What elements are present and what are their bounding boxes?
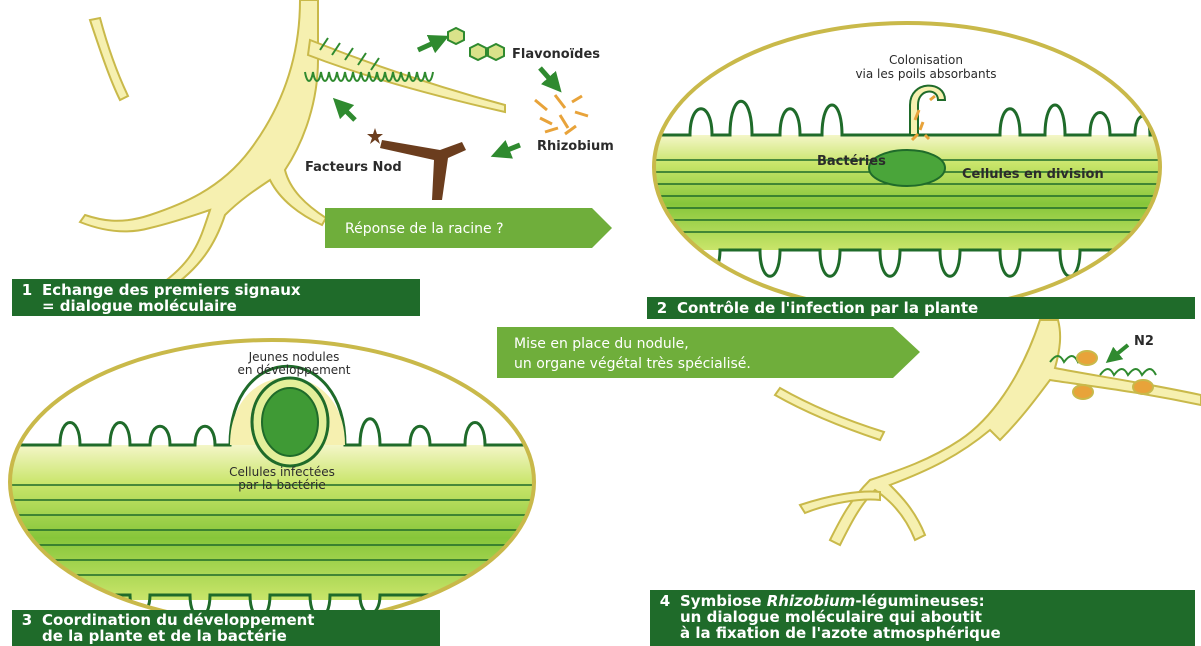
caption-panel4-number: 4 bbox=[650, 593, 680, 609]
nodule-arrow-line2: un organe végétal très spécialisé. bbox=[514, 356, 751, 372]
caption-panel4-line3: à la fixation de l'azote atmosphérique bbox=[680, 624, 1001, 642]
label-rhizobium: Rhizobium bbox=[537, 139, 614, 154]
label-cellules-division: Cellules en division bbox=[962, 167, 1104, 182]
response-arrow-text: Réponse de la racine ? bbox=[345, 221, 504, 237]
caption-panel1-line2: = dialogue moléculaire bbox=[42, 297, 237, 315]
rhizobium-bacteria bbox=[535, 95, 588, 134]
label-bacteries: Bactéries bbox=[817, 154, 886, 169]
label-colonisation-1: Colonisation bbox=[889, 53, 963, 67]
label-n2: N2 bbox=[1134, 334, 1154, 349]
label-infectees-1: Cellules infectées bbox=[229, 465, 335, 479]
nodule-arrow-line1: Mise en place du nodule, bbox=[514, 336, 689, 352]
caption-panel1-number: 1 bbox=[12, 282, 42, 298]
label-facteurs-nod: Facteurs Nod bbox=[305, 160, 402, 175]
label-infectees-2: par la bactérie bbox=[238, 478, 326, 492]
flavonoid-molecules bbox=[448, 28, 504, 60]
caption-panel3-number: 3 bbox=[12, 612, 42, 628]
caption-panel2-text: Contrôle de l'infection par la plante bbox=[677, 300, 978, 316]
label-colonisation-2: via les poils absorbants bbox=[855, 67, 996, 81]
label-flavonoides: Flavonoïdes bbox=[512, 47, 600, 62]
caption-panel3-line2: de la plante et de la bactérie bbox=[42, 627, 287, 645]
label-jeunes-2: en développement bbox=[238, 363, 351, 377]
label-jeunes-1: Jeunes nodules bbox=[248, 350, 340, 364]
caption-panel2-number: 2 bbox=[647, 300, 677, 316]
